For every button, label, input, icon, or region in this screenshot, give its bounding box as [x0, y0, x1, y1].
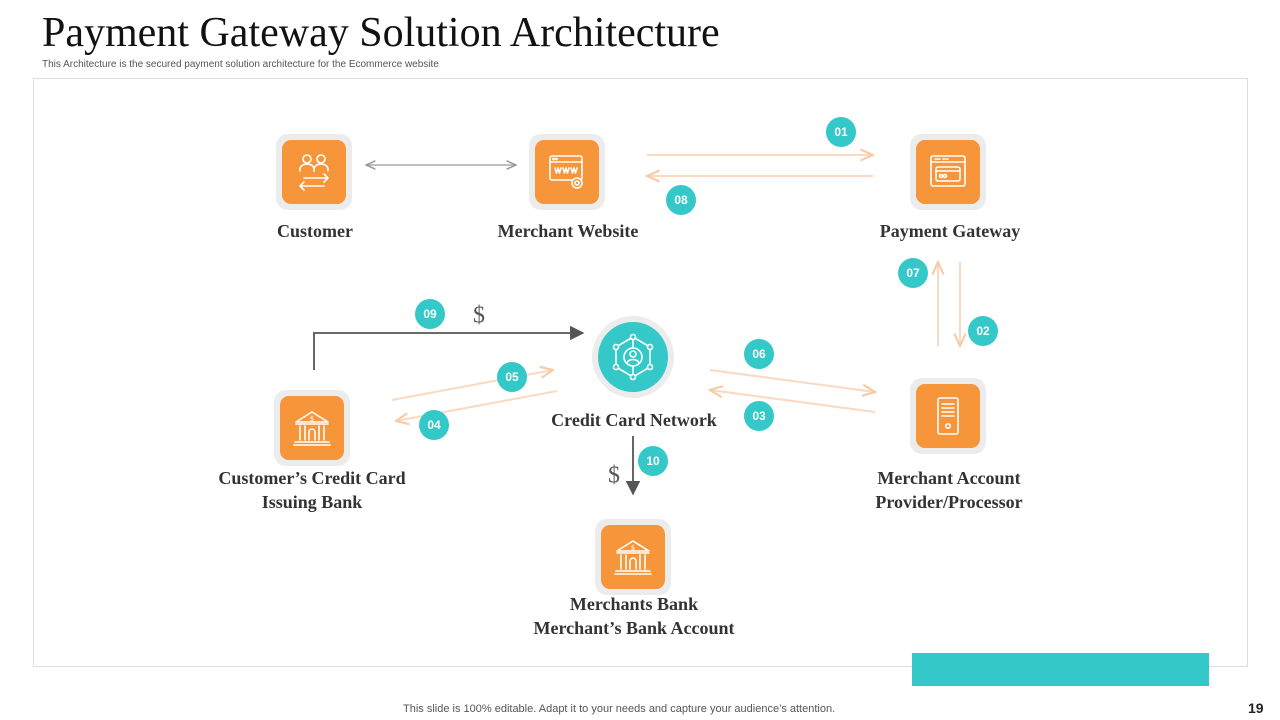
web-settings-icon — [549, 155, 583, 189]
merchant-website-node — [529, 134, 605, 210]
merchant-account-label-line2: Provider/Processor — [875, 492, 1023, 512]
step-badge-09: 09 — [415, 299, 445, 329]
browser-card-icon — [930, 155, 966, 187]
bank-dollar-icon: $ — [614, 540, 652, 575]
page-subtitle: This Architecture is the secured payment… — [42, 59, 439, 70]
arrow-step-06 — [709, 369, 875, 392]
merchant-account-node — [910, 378, 986, 454]
bank-dollar-icon: $ — [293, 411, 331, 446]
footer-note: This slide is 100% editable. Adapt it to… — [403, 703, 836, 715]
credit-card-network-label: Credit Card Network — [551, 410, 717, 430]
issuing-bank-label-line2: Issuing Bank — [261, 492, 363, 512]
page-number: 19 — [1248, 700, 1264, 716]
payment-gateway-label: Payment Gateway — [879, 221, 1021, 241]
step-badge-02: 02 — [968, 316, 998, 346]
issuing-bank-node: $ — [274, 390, 350, 466]
accent-bar — [912, 653, 1209, 686]
network-hub-icon — [612, 333, 654, 381]
step-badge-04: 04 — [419, 410, 449, 440]
diagram-frame — [33, 78, 1248, 667]
customer-node — [276, 134, 352, 210]
step-badge-01: 01 — [826, 117, 856, 147]
dollar-symbol-step-09: $ — [473, 302, 485, 329]
step-badge-05: 05 — [497, 362, 527, 392]
credit-card-network-node — [592, 316, 674, 398]
merchants-bank-label-line1: Merchants Bank — [569, 594, 699, 614]
arrow-step-03 — [710, 390, 876, 413]
step-badge-06: 06 — [744, 339, 774, 369]
users-exchange-icon — [299, 154, 329, 191]
server-icon — [937, 397, 959, 435]
merchants-bank-label-line2: Merchant’s Bank Account — [533, 618, 735, 638]
dollar-symbol-step-10: $ — [608, 462, 620, 489]
page-title: Payment Gateway Solution Architecture — [42, 10, 720, 56]
issuing-bank-label-line1: Customer’s Credit Card — [218, 468, 406, 488]
step-badge-07: 07 — [898, 258, 928, 288]
svg-text:$: $ — [631, 544, 635, 552]
svg-text:$: $ — [310, 415, 314, 423]
issuing-bank-label: Customer’s Credit Card Issuing Bank — [218, 466, 405, 514]
payment-gateway-node — [910, 134, 986, 210]
merchant-account-label-line1: Merchant Account — [877, 468, 1021, 488]
merchants-bank-node: $ — [595, 519, 671, 595]
merchants-bank-label: Merchants Bank Merchant’s Bank Account — [533, 592, 734, 640]
step-badge-10: 10 — [638, 446, 668, 476]
step-badge-03: 03 — [744, 401, 774, 431]
customer-label: Customer — [277, 221, 353, 241]
arrow-step-09 — [313, 325, 585, 370]
step-badge-08: 08 — [666, 185, 696, 215]
merchant-website-label: Merchant Website — [497, 221, 639, 241]
merchant-account-label: Merchant Account Provider/Processor — [875, 466, 1022, 514]
